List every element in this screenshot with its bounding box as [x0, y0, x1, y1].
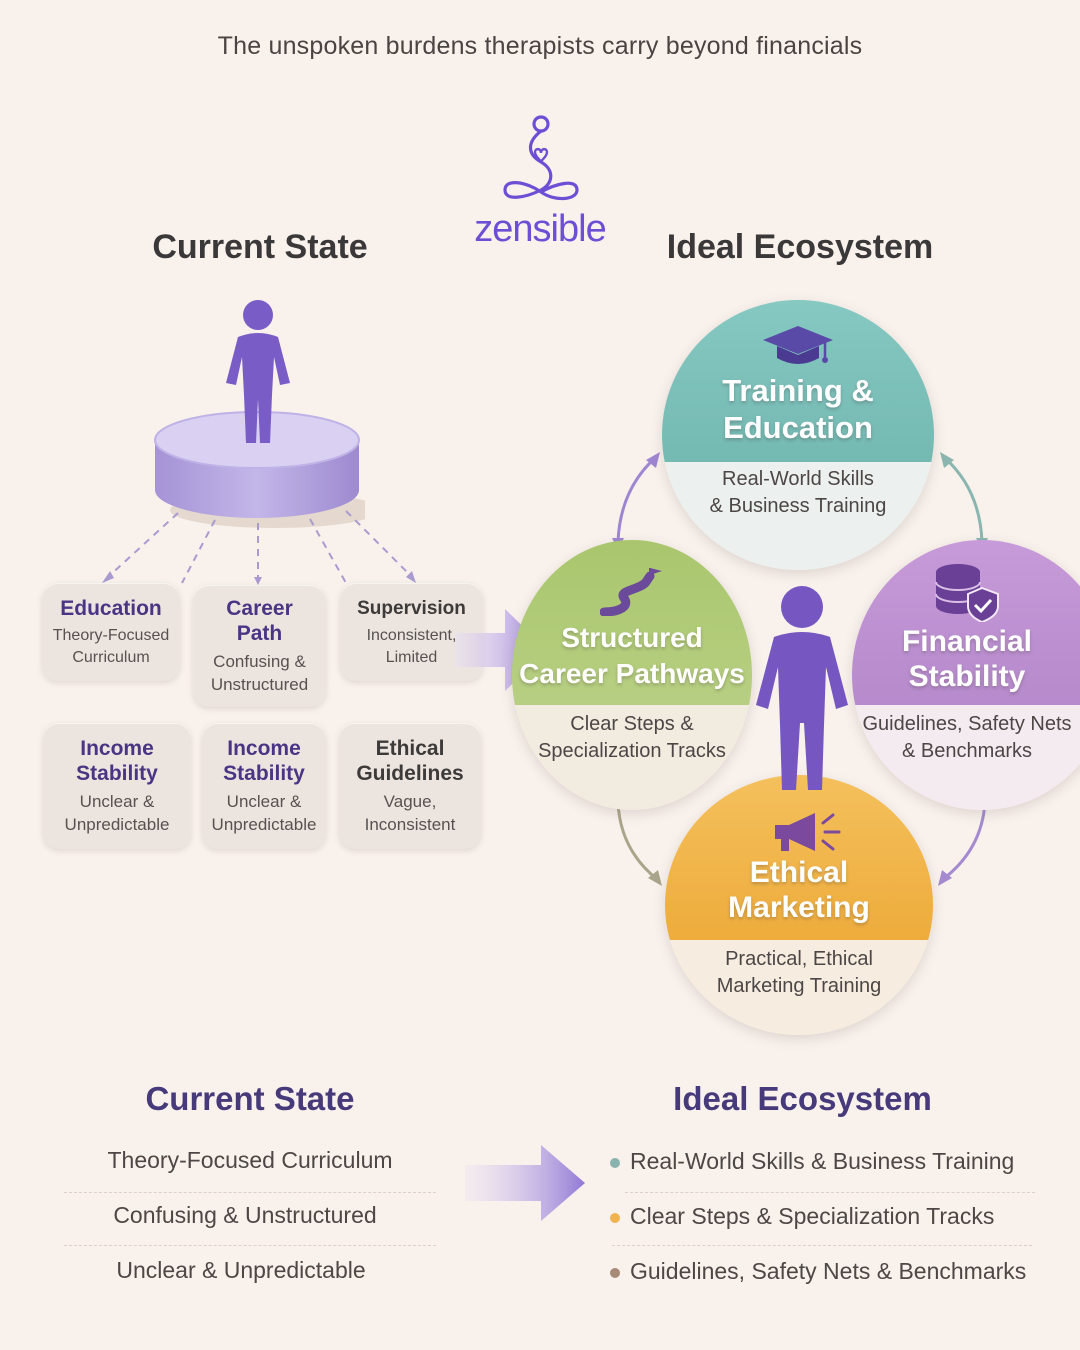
box-subtitle: Confusing & Unstructured: [211, 650, 308, 696]
ideal-list-item: Clear Steps & Specialization Tracks: [610, 1203, 1070, 1230]
ideal-item-text: Guidelines, Safety Nets & Benchmarks: [630, 1258, 1026, 1284]
ideal-list-item: Real-World Skills & Business Training: [610, 1148, 1070, 1175]
circle-subtitle: Clear Steps & Specialization Tracks: [512, 711, 752, 765]
divider: [612, 1245, 1032, 1246]
box-title: Ethical Guidelines: [356, 736, 463, 786]
zensible-logo-icon: [497, 112, 583, 212]
bullet-dot: [610, 1213, 620, 1223]
bullet-dot: [610, 1158, 620, 1168]
bottom-ideal-heading: Ideal Ecosystem: [640, 1080, 965, 1118]
divider: [625, 1192, 1035, 1193]
circle-title: Training & Education: [722, 372, 874, 446]
current-state-heading: Current State: [120, 228, 400, 267]
box-title: Supervision: [357, 596, 466, 621]
box-title: Career Path: [226, 596, 293, 646]
box-education: Education Theory-Focused Curriculum: [42, 583, 180, 681]
divider: [64, 1245, 436, 1246]
pedestal-connectors: [90, 505, 440, 595]
coins-shield-icon: [932, 562, 1002, 622]
circle-subtitle: Guidelines, Safety Nets & Benchmarks: [852, 711, 1080, 765]
circle-structured-career-pathways: Structured Career Pathways Clear Steps &…: [512, 540, 752, 810]
box-title: Income Stability: [76, 736, 158, 786]
circle-subtitle: Practical, Ethical Marketing Training: [665, 946, 933, 1000]
bullet-dot: [610, 1268, 620, 1278]
box-income-stability-1: Income Stability Unclear & Unpredictable: [43, 723, 191, 849]
ideal-item-text: Clear Steps & Specialization Tracks: [630, 1203, 994, 1229]
current-list-item: Theory-Focused Curriculum: [64, 1147, 436, 1174]
box-ethical-guidelines: Ethical Guidelines Vague, Inconsistent: [339, 723, 481, 849]
graduation-cap-icon: [761, 324, 835, 370]
winding-path-icon: [600, 566, 664, 616]
ideal-item-text: Real-World Skills & Business Training: [630, 1148, 1014, 1174]
bottom-current-heading: Current State: [100, 1080, 400, 1118]
box-subtitle: Vague, Inconsistent: [365, 790, 456, 836]
circle-title: Ethical Marketing: [728, 855, 870, 925]
box-income-stability-2: Income Stability Unclear & Unpredictable: [202, 723, 326, 849]
circle-title: Structured Career Pathways: [519, 620, 745, 692]
circle-training-education: Training & Education Real-World Skills &…: [662, 300, 934, 570]
box-subtitle: Inconsistent, Limited: [367, 625, 457, 669]
box-subtitle: Theory-Focused Curriculum: [53, 625, 170, 669]
divider: [64, 1192, 436, 1193]
box-title: Education: [60, 596, 162, 621]
megaphone-icon: [769, 809, 849, 855]
box-career-path: Career Path Confusing & Unstructured: [193, 585, 326, 707]
circle-title: Financial Stability: [902, 624, 1032, 694]
ideal-list-item: Guidelines, Safety Nets & Benchmarks: [610, 1258, 1070, 1285]
current-list-item: Unclear & Unpredictable: [64, 1257, 418, 1284]
circle-subtitle: Real-World Skills & Business Training: [662, 466, 934, 520]
box-subtitle: Unclear & Unpredictable: [212, 790, 317, 836]
center-person-icon: [752, 585, 852, 795]
brand-name: zensible: [470, 208, 610, 251]
box-title: Income Stability: [223, 736, 305, 786]
pedestal-figure: [150, 295, 365, 535]
circle-ethical-marketing: Ethical Marketing Practical, Ethical Mar…: [665, 775, 933, 1035]
bottom-arrow-icon: [465, 1143, 587, 1223]
ideal-ecosystem-heading: Ideal Ecosystem: [640, 228, 960, 267]
tagline: The unspoken burdens therapists carry be…: [0, 32, 1080, 61]
current-list-item: Confusing & Unstructured: [64, 1202, 426, 1229]
box-subtitle: Unclear & Unpredictable: [65, 790, 170, 836]
